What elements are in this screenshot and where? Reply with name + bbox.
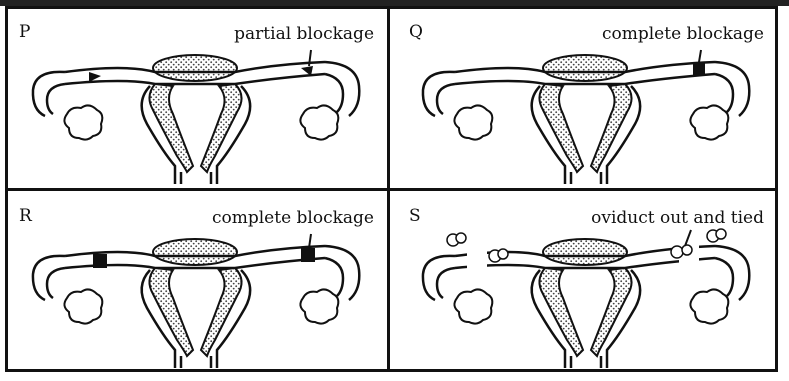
complete-blockage-left-icon (93, 254, 107, 268)
panel-caption: complete blockage (212, 208, 374, 228)
panel-letter: Q (409, 22, 423, 42)
panel-letter: S (409, 206, 421, 226)
complete-blockage-icon (693, 62, 705, 76)
panel-caption: partial blockage (234, 24, 374, 44)
panel-q: Q complete blockage (395, 6, 778, 188)
panel-caption: oviduct out and tied (591, 208, 764, 228)
panel-r: R complete blockage (5, 190, 388, 372)
panel-caption: complete blockage (602, 24, 764, 44)
panel-p: P partial blockage (5, 6, 388, 188)
complete-blockage-right-icon (301, 248, 315, 262)
panel-letter: R (19, 206, 32, 226)
panel-s: S oviduct out and tied (395, 190, 778, 372)
panel-letter: P (19, 22, 30, 42)
